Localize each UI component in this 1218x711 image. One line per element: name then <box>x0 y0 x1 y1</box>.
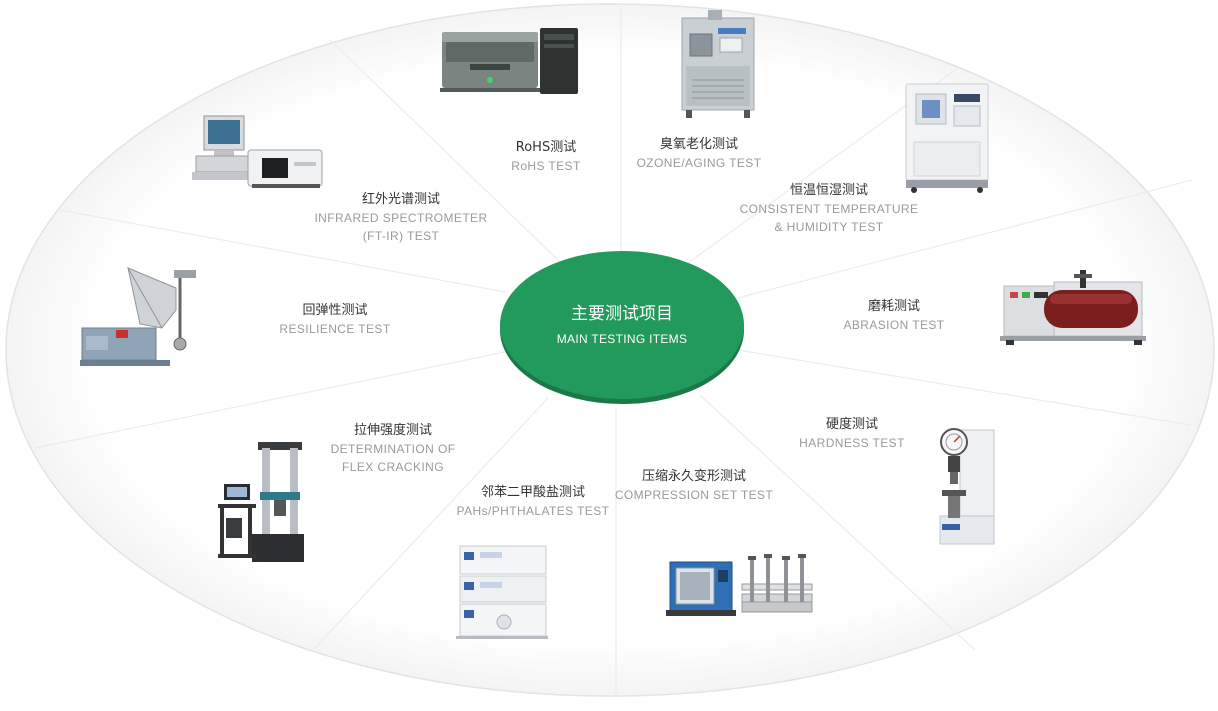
item-title-en-line2: FLEX CRACKING <box>342 460 444 474</box>
item-rohs: RoHS测试 RoHS TEST <box>486 138 606 175</box>
ftir-spectrometer-icon <box>192 115 323 188</box>
item-tensile: 拉伸强度测试 DETERMINATION OF FLEX CRACKING <box>318 421 468 476</box>
item-title-en: PAHs/PHTHALATES TEST <box>456 504 610 518</box>
xrf-spectrometer-icon <box>440 28 578 94</box>
item-compression-set: 压缩永久变形测试 COMPRESSION SET TEST <box>614 467 774 504</box>
spoke <box>737 349 1191 426</box>
oven-and-clamp-icon <box>666 554 813 616</box>
item-title-zh: 红外光谱测试 <box>361 192 440 207</box>
item-resilience: 回弹性测试 RESILIENCE TEST <box>274 301 396 338</box>
aging-chamber-icon <box>681 10 755 118</box>
spoke <box>729 179 1193 301</box>
item-title-zh: 拉伸强度测试 <box>353 423 432 438</box>
spokes <box>34 6 1193 696</box>
item-title-en: INFRARED SPECTROMETER <box>314 211 488 225</box>
drum-abrasion-tester-icon <box>1000 270 1146 345</box>
item-title-zh: 硬度测试 <box>825 417 878 432</box>
hardness-tester-icon <box>939 428 995 545</box>
item-title-zh: 邻苯二甲酸盐测试 <box>480 485 585 500</box>
tensile-machine-icon <box>218 442 304 562</box>
item-title-en: OZONE/AGING TEST <box>636 156 762 170</box>
item-title-zh: 磨耗测试 <box>867 299 920 314</box>
item-phthalates: 邻苯二甲酸盐测试 PAHs/PHTHALATES TEST <box>450 483 616 520</box>
spoke <box>312 397 549 651</box>
item-title-en: ABRASION TEST <box>843 318 945 332</box>
item-title-en-line2: & HUMIDITY TEST <box>774 220 884 234</box>
spoke <box>329 39 561 263</box>
item-temperature-humidity: 恒温恒湿测试 CONSISTENT TEMPERATURE & HUMIDITY… <box>734 181 924 236</box>
item-title-zh: 恒温恒湿测试 <box>789 183 868 198</box>
item-title-zh: 回弹性测试 <box>302 303 368 318</box>
item-abrasion: 磨耗测试 ABRASION TEST <box>834 297 954 334</box>
item-title-en: DETERMINATION OF <box>330 442 456 456</box>
hub-title-en: MAIN TESTING ITEMS <box>556 332 688 346</box>
item-title-en: RoHS TEST <box>511 159 581 173</box>
item-ftir: 红外光谱测试 INFRARED SPECTROMETER (FT-IR) TES… <box>310 190 492 245</box>
hplc-stack-icon <box>456 545 548 639</box>
item-title-zh: 压缩永久变形测试 <box>641 469 746 484</box>
climate-chamber-icon <box>905 83 989 193</box>
item-title-en: COMPRESSION SET TEST <box>614 488 774 502</box>
item-title-en: CONSISTENT TEMPERATURE <box>739 202 919 216</box>
hub-title-zh: 主要测试项目 <box>571 304 673 324</box>
item-ozone: 臭氧老化测试 OZONE/AGING TEST <box>624 135 774 172</box>
item-title-en: HARDNESS TEST <box>799 436 905 450</box>
item-hardness: 硬度测试 HARDNESS TEST <box>792 415 912 452</box>
item-title-en: RESILIENCE TEST <box>279 322 391 336</box>
spoke <box>59 209 506 293</box>
hub-ellipse <box>500 251 744 399</box>
item-title-en-line2: (FT-IR) TEST <box>362 229 440 243</box>
item-title-zh: RoHS测试 <box>515 140 577 155</box>
spoke <box>34 351 506 449</box>
spoke <box>699 394 976 651</box>
center-hub: 主要测试项目 MAIN TESTING ITEMS <box>500 252 744 398</box>
pendulum-tester-icon <box>80 267 196 366</box>
item-title-zh: 臭氧老化测试 <box>659 137 738 152</box>
